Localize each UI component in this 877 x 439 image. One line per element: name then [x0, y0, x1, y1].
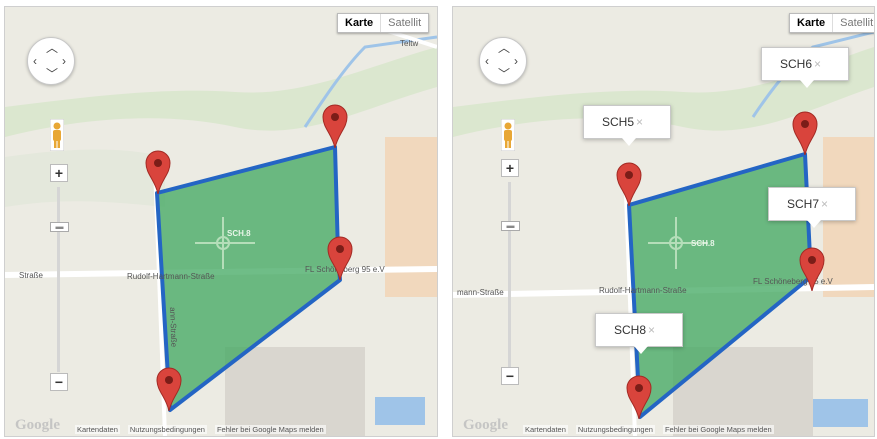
close-icon[interactable]: ×	[648, 323, 656, 337]
map-type-control: Karte Satellit	[789, 13, 874, 33]
zoom-slider[interactable]	[508, 182, 511, 367]
place-label: FL Schöneberg 95 e.V	[753, 277, 833, 286]
street-label: Rudolf-Hartmann-Straße	[599, 286, 687, 295]
pan-control-icon[interactable]: ︿ ﹀ ‹ ›	[27, 37, 75, 85]
pan-control-icon[interactable]: ︿ ﹀ ‹ ›	[479, 37, 527, 85]
area-label: SCH.8	[691, 239, 715, 248]
info-window-label: SCH6	[780, 57, 813, 71]
info-window-label: SCH8	[614, 323, 647, 337]
map-left[interactable]: Teltw Straße Rudolf-Hartmann-Straße FL S…	[4, 6, 438, 437]
pegman-icon[interactable]	[501, 119, 515, 151]
zoom-slider-handle[interactable]: ▬	[501, 221, 520, 231]
terms-link[interactable]: Nutzungsbedingungen	[575, 424, 655, 434]
report-error-link[interactable]: Fehler bei Google Maps melden	[662, 424, 774, 434]
map-marker-icon[interactable]	[156, 367, 182, 411]
area-label: SCH.8	[227, 229, 251, 238]
pegman-icon[interactable]	[50, 119, 64, 151]
map-right[interactable]: mann-Straße Rudolf-Hartmann-Straße FL Sc…	[452, 6, 875, 437]
map-marker-icon[interactable]	[626, 375, 652, 419]
map-marker-icon[interactable]	[322, 104, 348, 148]
place-label: Teltw	[400, 39, 419, 48]
map-type-map-button[interactable]: Karte	[338, 14, 382, 32]
map-tiles	[5, 7, 437, 436]
street-label: ann-Straße	[168, 307, 179, 348]
zoom-slider-handle[interactable]: ▬	[50, 222, 69, 232]
terms-link[interactable]: Nutzungsbedingungen	[127, 424, 207, 434]
info-window-sch5: SCH5×	[583, 105, 671, 146]
zoom-out-button[interactable]: −	[50, 373, 68, 391]
report-error-link[interactable]: Fehler bei Google Maps melden	[214, 424, 326, 434]
map-footer: Kartendaten Nutzungsbedingungen Fehler b…	[5, 422, 437, 436]
map-marker-icon[interactable]	[792, 111, 818, 155]
map-type-map-button[interactable]: Karte	[790, 14, 834, 32]
street-label: mann-Straße	[457, 288, 504, 297]
close-icon[interactable]: ×	[821, 197, 829, 211]
info-window-label: SCH5	[602, 115, 635, 129]
map-data-link[interactable]: Kartendaten	[523, 424, 568, 434]
google-logo: Google	[15, 417, 60, 433]
info-window-sch8: SCH8×	[595, 313, 683, 354]
map-marker-icon[interactable]	[145, 150, 171, 194]
zoom-slider[interactable]	[57, 187, 60, 372]
info-window-sch6: SCH6×	[761, 47, 849, 88]
info-window-label: SCH7	[787, 197, 820, 211]
zoom-in-button[interactable]: +	[50, 164, 68, 182]
zoom-out-button[interactable]: −	[501, 367, 519, 385]
info-window-sch7: SCH7×	[768, 187, 856, 228]
google-logo: Google	[463, 417, 508, 433]
close-icon[interactable]: ×	[636, 115, 644, 129]
map-data-link[interactable]: Kartendaten	[75, 424, 120, 434]
map-footer: Kartendaten Nutzungsbedingungen Fehler b…	[453, 422, 874, 436]
map-marker-icon[interactable]	[327, 236, 353, 280]
map-marker-icon[interactable]	[616, 162, 642, 206]
map-type-satellite-button[interactable]: Satellit	[388, 17, 422, 29]
zoom-in-button[interactable]: +	[501, 159, 519, 177]
map-type-control: Karte Satellit	[337, 13, 430, 33]
place-label: FL Schöneberg 95 e.V	[305, 265, 385, 274]
map-marker-icon[interactable]	[799, 247, 825, 291]
street-label: Rudolf-Hartmann-Straße	[127, 272, 215, 281]
close-icon[interactable]: ×	[814, 57, 822, 71]
street-label: Straße	[19, 271, 44, 280]
map-type-satellite-button[interactable]: Satellit	[840, 17, 874, 29]
